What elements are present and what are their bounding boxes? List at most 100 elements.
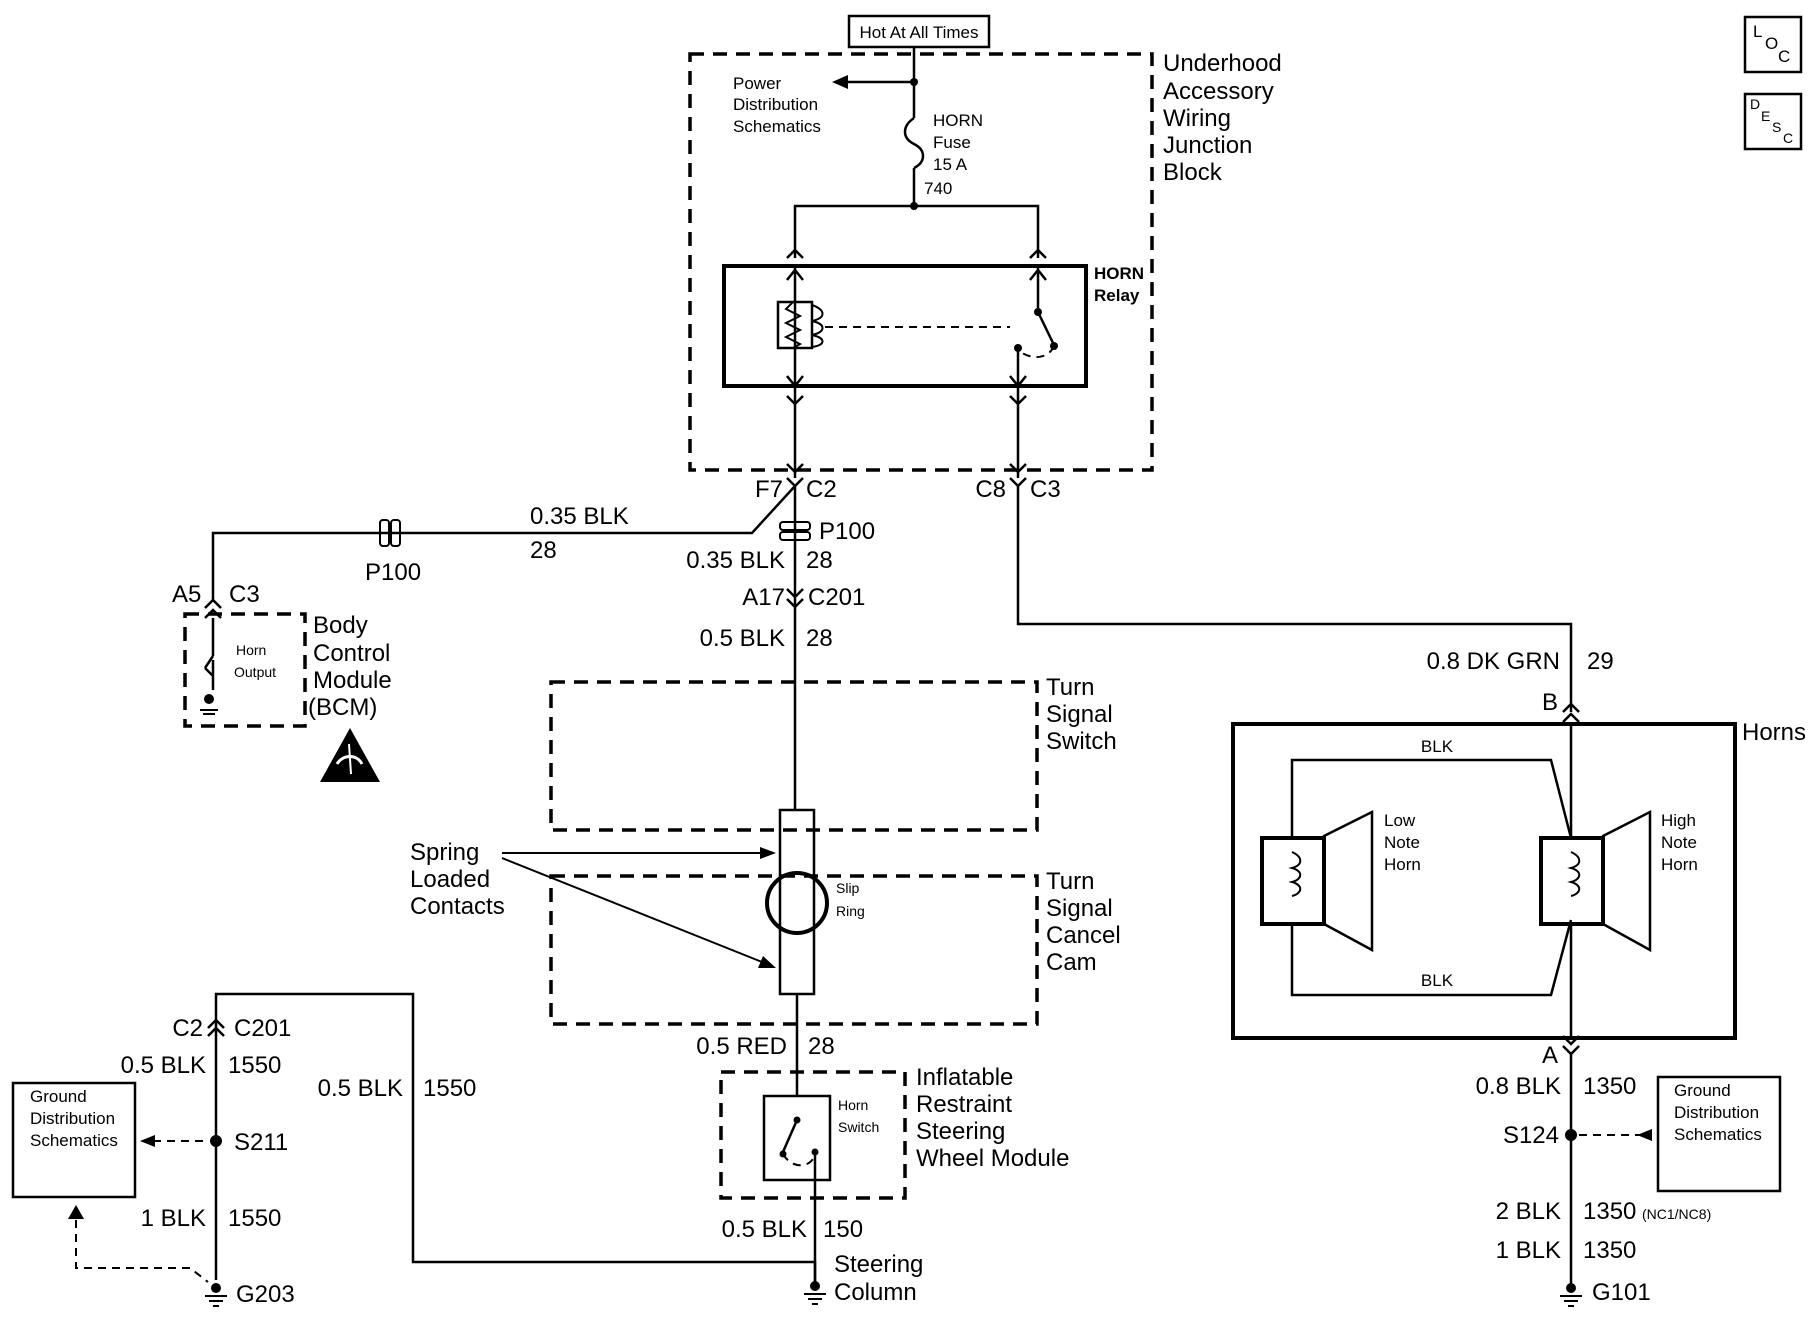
svg-text:Steering: Steering bbox=[834, 1251, 923, 1278]
splice-s124-label: S124 bbox=[1503, 1122, 1559, 1149]
airbag-module-label: Inflatable Restraint Steering Wheel Modu… bbox=[916, 1064, 1069, 1172]
underhood-junction-block-label: Underhood Accessory Wiring Junction Bloc… bbox=[1163, 50, 1282, 186]
svg-text:Loaded: Loaded bbox=[410, 866, 490, 893]
ground-dist-right-arrow-icon bbox=[1637, 1129, 1652, 1141]
horns-box bbox=[1231, 722, 1737, 1040]
horn-switch-icon bbox=[781, 1119, 799, 1153]
wire-c201-size: 0.5 BLK bbox=[700, 625, 785, 652]
horn-output-label: Horn Output bbox=[234, 642, 276, 680]
turn-signal-switch-label: Turn Signal Switch bbox=[1046, 674, 1117, 755]
svg-text:E: E bbox=[1761, 108, 1770, 124]
wire-1350-a-circuit: 1350 bbox=[1583, 1073, 1636, 1100]
horn-fuse-label: HORN Fuse 15 A 740 bbox=[924, 111, 983, 198]
svg-text:Slip: Slip bbox=[836, 880, 860, 896]
ground-dist-left-arrow-icon bbox=[140, 1135, 155, 1147]
c201-connector-label: C201 bbox=[808, 584, 865, 611]
svg-text:740: 740 bbox=[924, 179, 952, 198]
svg-text:Horn: Horn bbox=[838, 1097, 868, 1113]
svg-text:Module: Module bbox=[313, 667, 392, 694]
svg-text:Spring: Spring bbox=[410, 839, 479, 866]
connector-c3-icon bbox=[1009, 477, 1027, 488]
wire-dkgrn-size: 0.8 DK GRN bbox=[1427, 648, 1560, 675]
connector-c201-icon bbox=[786, 598, 804, 609]
wire-1350-b-size: 2 BLK bbox=[1496, 1198, 1561, 1225]
steering-column-ground-icon bbox=[804, 1293, 826, 1305]
svg-text:S: S bbox=[1772, 119, 1781, 135]
svg-text:Note: Note bbox=[1661, 833, 1697, 852]
horn-fuse-icon bbox=[903, 116, 925, 170]
svg-text:High: High bbox=[1661, 811, 1696, 830]
wire-1550-c-circuit: 1550 bbox=[228, 1205, 281, 1232]
bcm-connector-label: C3 bbox=[229, 581, 260, 608]
blk-bottom-label: BLK bbox=[1421, 971, 1454, 990]
horn-connector-b-icon bbox=[1562, 712, 1580, 723]
splice-s124-icon bbox=[1565, 1129, 1577, 1141]
loc-icon[interactable]: L O C bbox=[1743, 15, 1803, 74]
wire-1550-a-size: 0.5 BLK bbox=[121, 1052, 206, 1079]
c2-connector-label: C2 bbox=[806, 476, 837, 503]
c2-pin-label: F7 bbox=[755, 476, 783, 503]
horn-switch-label: Horn Switch bbox=[838, 1097, 879, 1135]
cancel-cam-outline bbox=[549, 874, 1039, 1026]
wire-c201-circuit: 28 bbox=[806, 625, 833, 652]
wire-1350-c-circuit: 1350 bbox=[1583, 1237, 1636, 1264]
p100-left-label: P100 bbox=[365, 559, 421, 586]
high-note-horn-label: High Note Horn bbox=[1661, 811, 1698, 874]
relay-switch-icon bbox=[1036, 311, 1056, 346]
airbag-module-outline bbox=[719, 1070, 907, 1200]
spring-contact-arrow-bottom-icon bbox=[758, 956, 776, 968]
ground-g101-icon bbox=[1560, 1295, 1582, 1307]
esd-warning-icon bbox=[320, 728, 380, 782]
svg-text:Switch: Switch bbox=[838, 1119, 879, 1135]
svg-text:Steering: Steering bbox=[916, 1118, 1005, 1145]
horn-pin-b-label: B bbox=[1542, 689, 1558, 716]
low-note-horn-label: Low Note Horn bbox=[1384, 811, 1421, 874]
ground-g203-icon bbox=[205, 1295, 227, 1307]
svg-text:Fuse: Fuse bbox=[933, 133, 971, 152]
ground-dist-left-box bbox=[11, 1081, 137, 1199]
horns-title: Horns bbox=[1742, 719, 1806, 746]
wire-p100-circuit: 28 bbox=[806, 547, 833, 574]
wire-150-size: 0.5 BLK bbox=[722, 1216, 807, 1243]
svg-text:Cam: Cam bbox=[1046, 949, 1097, 976]
svg-text:Low: Low bbox=[1384, 811, 1416, 830]
horn-pin-a-label: A bbox=[1542, 1042, 1558, 1069]
wire-1350-c-size: 1 BLK bbox=[1496, 1237, 1561, 1264]
slip-ring-label: Slip Ring bbox=[836, 880, 865, 919]
wire-p100-size: 0.35 BLK bbox=[686, 547, 785, 574]
hot-at-all-times-box: Hot At All Times bbox=[847, 14, 991, 49]
svg-text:Ring: Ring bbox=[836, 903, 865, 919]
slip-ring-housing bbox=[778, 808, 816, 996]
svg-text:(BCM): (BCM) bbox=[308, 694, 377, 721]
horn-relay-label: HORN Relay bbox=[1094, 264, 1144, 305]
svg-text:Schematics: Schematics bbox=[30, 1131, 118, 1150]
svg-text:Signal: Signal bbox=[1046, 895, 1113, 922]
turn-signal-switch-outline bbox=[549, 680, 1039, 832]
svg-text:Inflatable: Inflatable bbox=[916, 1064, 1013, 1091]
svg-text:Schematics: Schematics bbox=[733, 117, 821, 136]
p100-left-connector-icon bbox=[379, 519, 401, 547]
wire-150-circuit: 150 bbox=[823, 1216, 863, 1243]
svg-text:C: C bbox=[1778, 47, 1790, 66]
svg-text:15 A: 15 A bbox=[933, 155, 968, 174]
svg-text:L: L bbox=[1753, 22, 1762, 41]
svg-text:D: D bbox=[1750, 96, 1760, 112]
svg-text:C: C bbox=[1783, 130, 1793, 146]
left-c201-connector-icon bbox=[207, 1026, 225, 1037]
wire-1550-b-size: 0.5 BLK bbox=[318, 1075, 403, 1102]
desc-icon[interactable]: D E S C bbox=[1743, 92, 1803, 151]
underhood-junction-block-outline bbox=[688, 52, 1154, 472]
wire-bcm-circuit: 28 bbox=[530, 537, 557, 564]
svg-text:Body: Body bbox=[313, 612, 368, 639]
svg-text:Junction: Junction bbox=[1163, 132, 1252, 159]
svg-text:Distribution: Distribution bbox=[733, 95, 818, 114]
svg-text:Output: Output bbox=[234, 664, 276, 680]
cancel-cam-label: Turn Signal Cancel Cam bbox=[1046, 868, 1121, 976]
svg-text:Contacts: Contacts bbox=[410, 893, 505, 920]
svg-text:Ground: Ground bbox=[30, 1087, 87, 1106]
svg-text:Horn: Horn bbox=[1384, 855, 1421, 874]
splice-s211-icon bbox=[210, 1135, 222, 1147]
svg-text:HORN: HORN bbox=[1094, 264, 1144, 283]
svg-text:Note: Note bbox=[1384, 833, 1420, 852]
svg-text:Accessory: Accessory bbox=[1163, 78, 1274, 105]
